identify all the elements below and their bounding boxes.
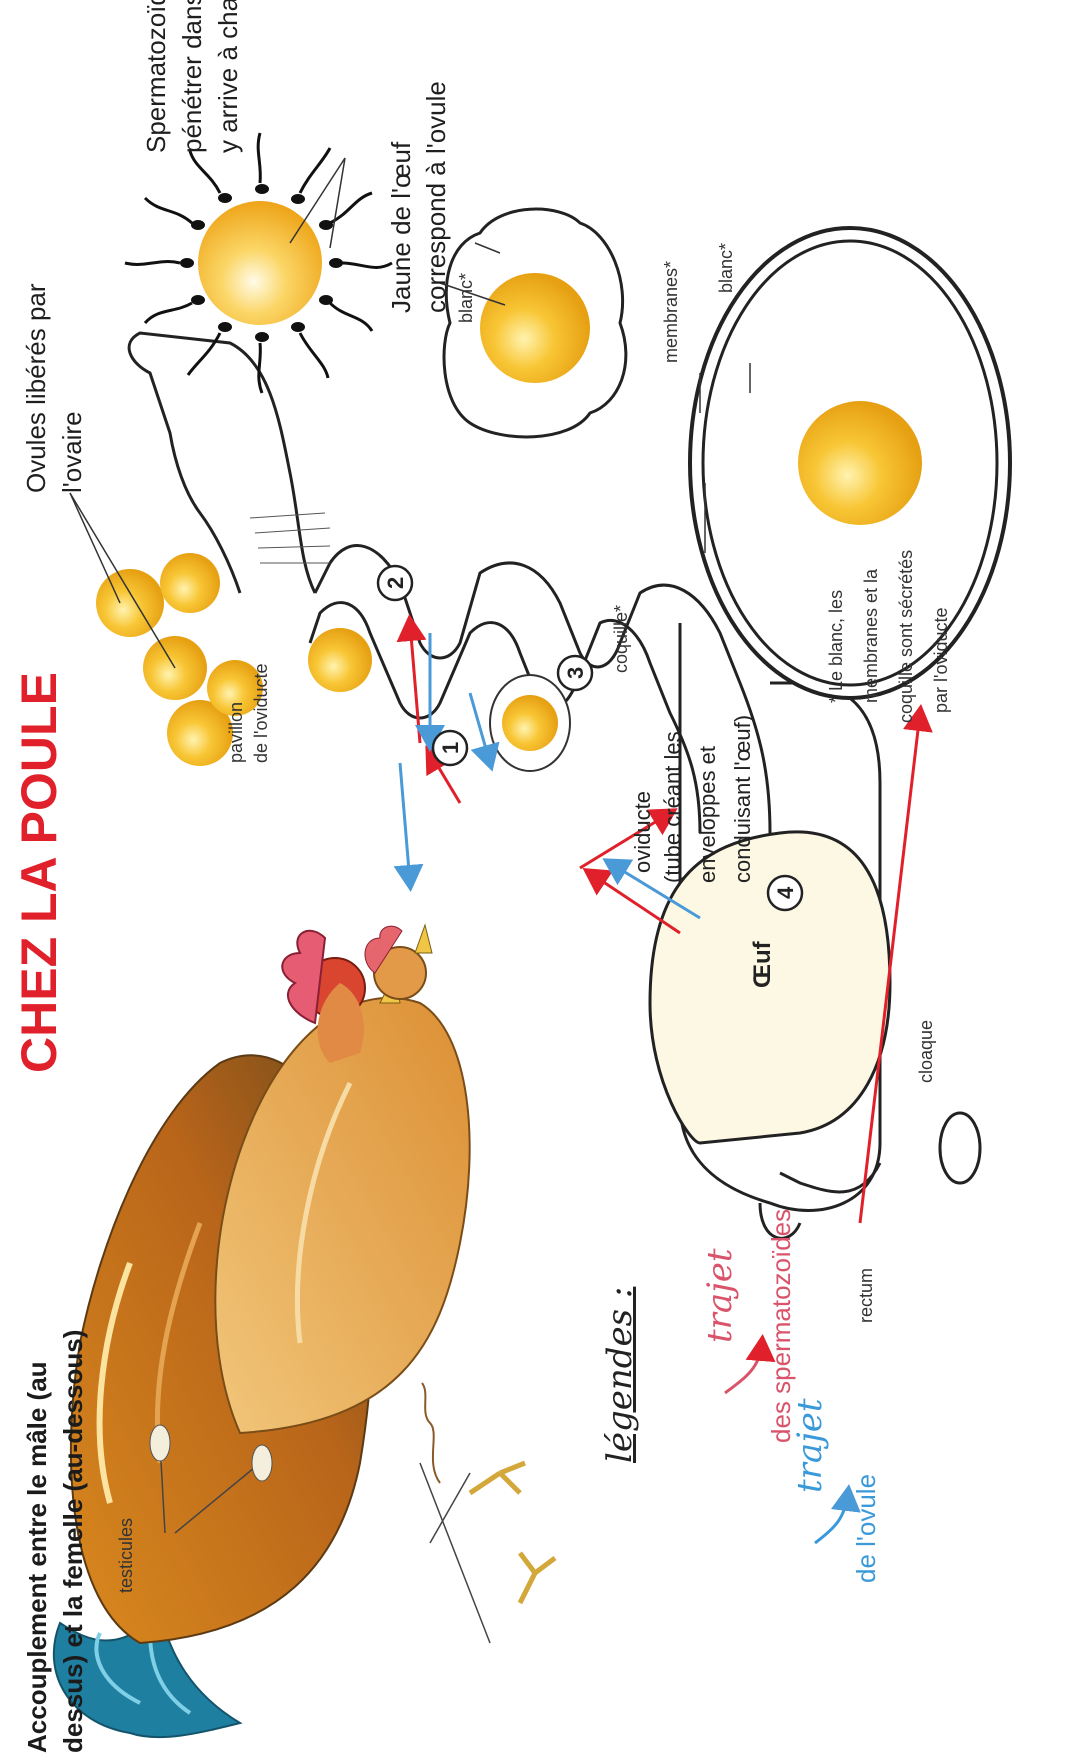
chickens-illustration bbox=[54, 925, 555, 1737]
cloaque-label: cloaque bbox=[915, 1020, 937, 1083]
sperm-caption-line3: y arrive à chaque fois) bbox=[212, 0, 245, 153]
mating-caption-line2: dessus) et la femelle (au-dessous) bbox=[56, 1330, 90, 1753]
legend-sperm-arrow bbox=[725, 1343, 762, 1393]
egg-chamber-label: Œuf bbox=[749, 940, 776, 988]
pavillon-label-line2: de l'oviducte bbox=[250, 663, 272, 763]
legend-ovule-label: de l'ovule bbox=[850, 1474, 883, 1583]
step-number-4: 4 bbox=[773, 887, 799, 899]
legend-ovule-word: trajet bbox=[790, 1398, 830, 1493]
sperm-caption-line2: pénétrer dans l'ovule (1 seul bbox=[176, 0, 209, 153]
ovules-caption-line2: l'ovaire bbox=[56, 411, 89, 493]
note-line3: coquille sont sécrétés bbox=[895, 550, 917, 723]
fried-egg bbox=[440, 209, 626, 437]
oviduct-label-line4: conduisant l'œuf) bbox=[730, 715, 756, 883]
sperm-caption-line1: Spermatozoïdes essayant de bbox=[140, 0, 173, 153]
egg-cross-section bbox=[690, 228, 1010, 698]
mating-caption-line1: Accouplement entre le mâle (au bbox=[20, 1361, 54, 1753]
membranes-label: membranes* bbox=[660, 261, 682, 363]
yolk-caption-line1: Jaune de l'œuf bbox=[385, 142, 418, 313]
note-line2: membranes et la bbox=[860, 569, 882, 703]
oviduct-label-line1: oviducte bbox=[630, 791, 656, 873]
legend-ovule-arrow bbox=[815, 1493, 848, 1543]
ovules-caption-line1: Ovules libérés par bbox=[20, 283, 53, 493]
legend-sperm-word: trajet bbox=[700, 1248, 740, 1343]
step-number-3: 3 bbox=[563, 667, 589, 679]
note-line1: * Le blanc, les bbox=[825, 590, 847, 703]
egg-blanc-label: blanc* bbox=[715, 243, 737, 293]
testicules-label: testicules bbox=[115, 1518, 137, 1593]
page-title: CHEZ LA POULE bbox=[10, 672, 68, 1073]
coquille-label: coquille* bbox=[610, 605, 632, 673]
legend-heading: légendes : bbox=[600, 1287, 640, 1463]
note-line4: par l'oviducte bbox=[930, 608, 952, 714]
pavillon-label-line1: pavillon bbox=[225, 702, 247, 763]
rectum-label: rectum bbox=[855, 1268, 877, 1323]
oviduct-label-line3: enveloppes et bbox=[695, 746, 721, 883]
step-number-2: 2 bbox=[383, 577, 409, 589]
step-number-1: 1 bbox=[438, 742, 464, 754]
yolk-caption-line2: correspond à l'ovule bbox=[420, 81, 453, 313]
fried-egg-blanc-label: blanc* bbox=[455, 273, 477, 323]
oviduct-label-line2: (tube créant les bbox=[660, 731, 686, 883]
